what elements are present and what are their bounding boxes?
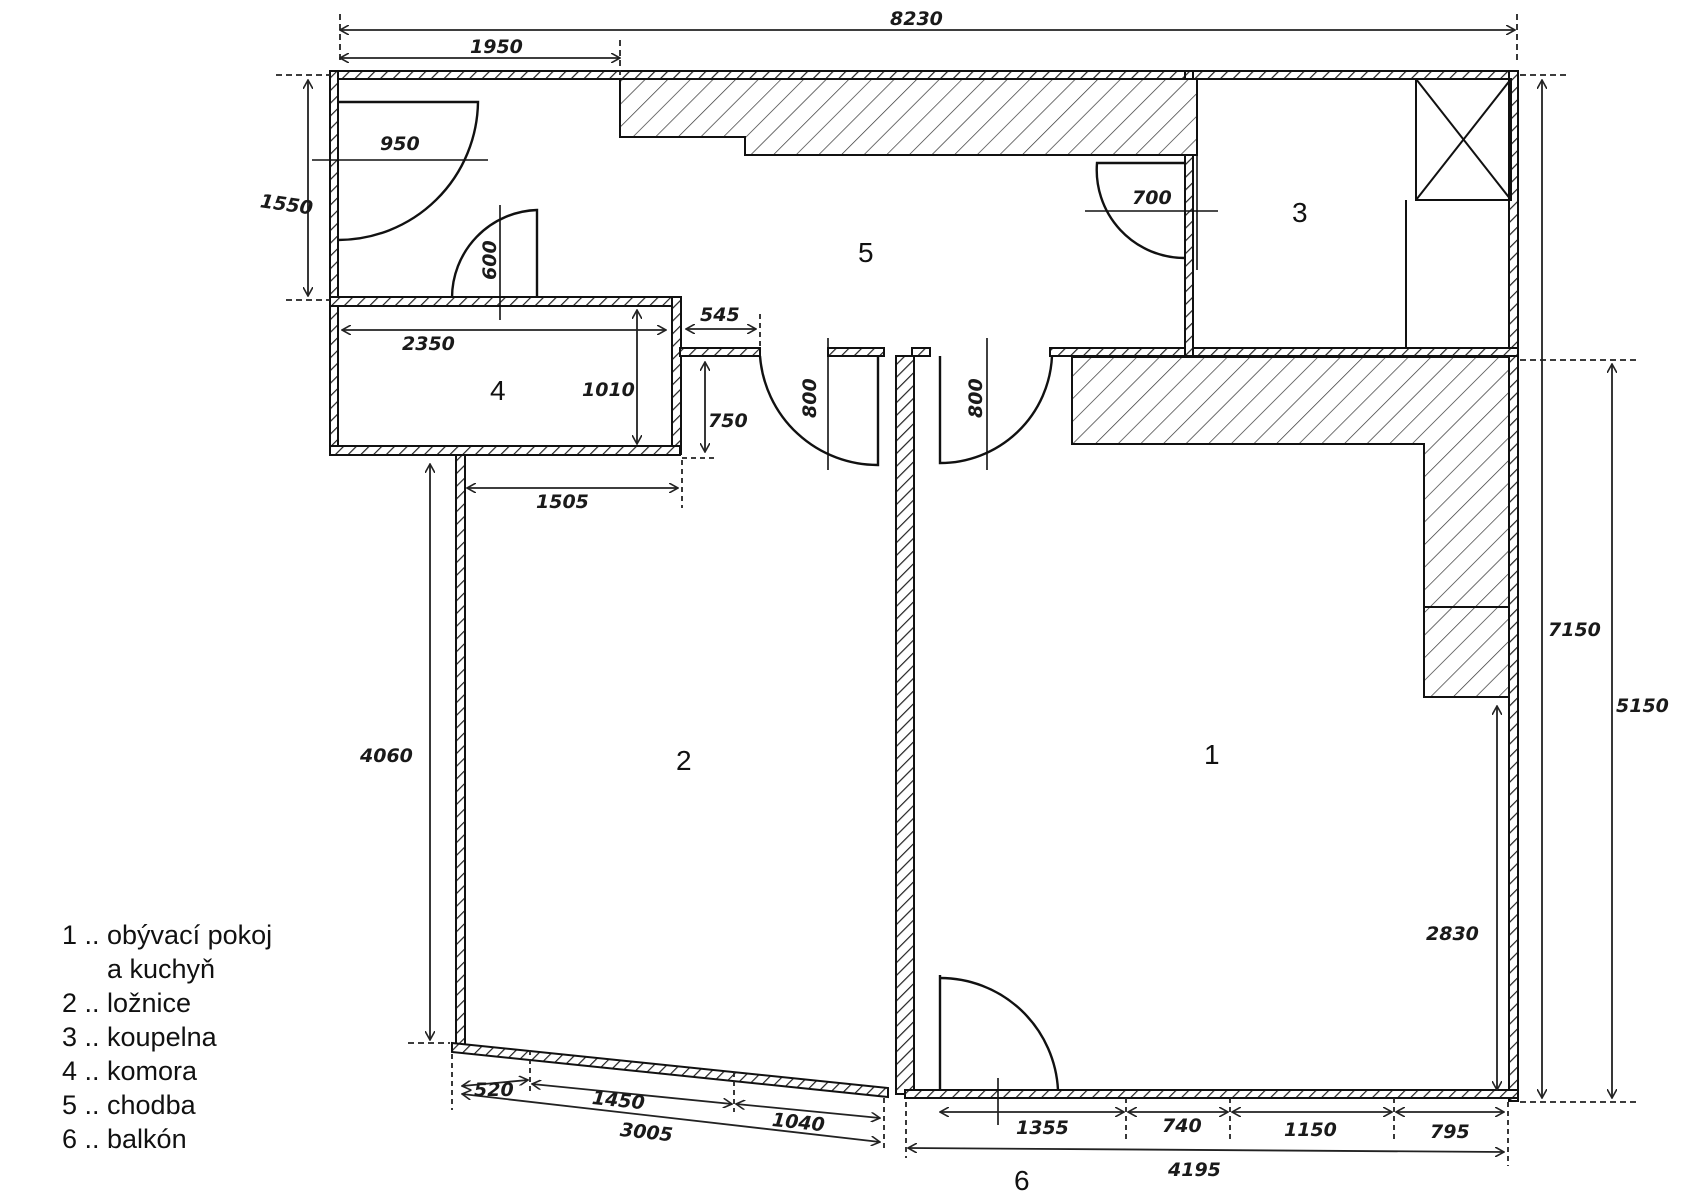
room-label-5: 5 [858, 237, 874, 268]
dim-bed-front-2: 1450 [591, 1087, 646, 1114]
legend-item: a kuchyň [62, 954, 216, 984]
dim-top-left: 1950 [470, 36, 523, 58]
legend-item: 1 .. obývací pokoj [62, 920, 273, 950]
room-label-3: 3 [1292, 197, 1308, 228]
legend-item: 2 .. ložnice [62, 988, 192, 1018]
dim-storage-width: 2350 [402, 333, 455, 355]
room-label-2: 2 [676, 745, 692, 776]
dim-left-hall-height: 1550 [259, 190, 314, 219]
legend-item: 5 .. chodba [62, 1090, 196, 1120]
kitchen-counters [619, 78, 1510, 698]
room-label-1: 1 [1204, 739, 1220, 770]
dim-door-bath: 700 [1132, 187, 1172, 209]
room-label-6: 6 [1014, 1165, 1030, 1196]
dim-overall-width: 8230 [890, 8, 943, 30]
legend-item: 3 .. koupelna [62, 1022, 217, 1052]
dim-door-entrance: 950 [380, 133, 420, 155]
dim-liv-front-3: 1150 [1284, 1119, 1337, 1141]
room-label-4: 4 [490, 375, 506, 406]
dim-door-living: 800 [965, 378, 987, 418]
dim-bed-front-total: 3005 [619, 1119, 674, 1146]
dim-liv-front-4: 795 [1430, 1121, 1470, 1143]
dim-liv-front-1: 1355 [1016, 1117, 1069, 1139]
dim-living-depth: 5150 [1616, 695, 1669, 717]
room-legend: 1 .. obývací pokoj a kuchyň 2 .. ložnice… [62, 918, 272, 1156]
dim-door-bedroom: 800 [799, 378, 821, 418]
walls [329, 70, 1519, 1102]
dim-liv-front-total: 4195 [1167, 1159, 1221, 1181]
shower-box [1405, 78, 1512, 347]
dim-bed-front-3: 1040 [771, 1109, 826, 1136]
dim-living-wall-seg: 2830 [1426, 923, 1479, 945]
dim-bedroom-depth: 4060 [359, 745, 413, 767]
dimension-lines [276, 14, 1636, 1166]
dimension-labels: 8230 1950 1550 950 600 700 2350 1010 545… [259, 8, 1669, 1181]
doors [312, 100, 1218, 1125]
dim-bed-front-1: 520 [474, 1079, 514, 1101]
dim-bedroom-notch: 1505 [536, 491, 589, 513]
legend-item: 4 .. komora [62, 1056, 198, 1086]
dim-overall-height: 7150 [1548, 619, 1601, 641]
dim-hall-step: 545 [700, 304, 740, 326]
legend-item: 6 .. balkón [62, 1124, 187, 1154]
room-numbers: 1 2 3 4 5 6 [490, 197, 1308, 1196]
dim-storage-depth: 1010 [582, 379, 635, 401]
dim-liv-front-2: 740 [1162, 1115, 1202, 1137]
dim-door-storage: 600 [479, 240, 501, 280]
dim-hall-step-depth: 750 [708, 410, 748, 432]
